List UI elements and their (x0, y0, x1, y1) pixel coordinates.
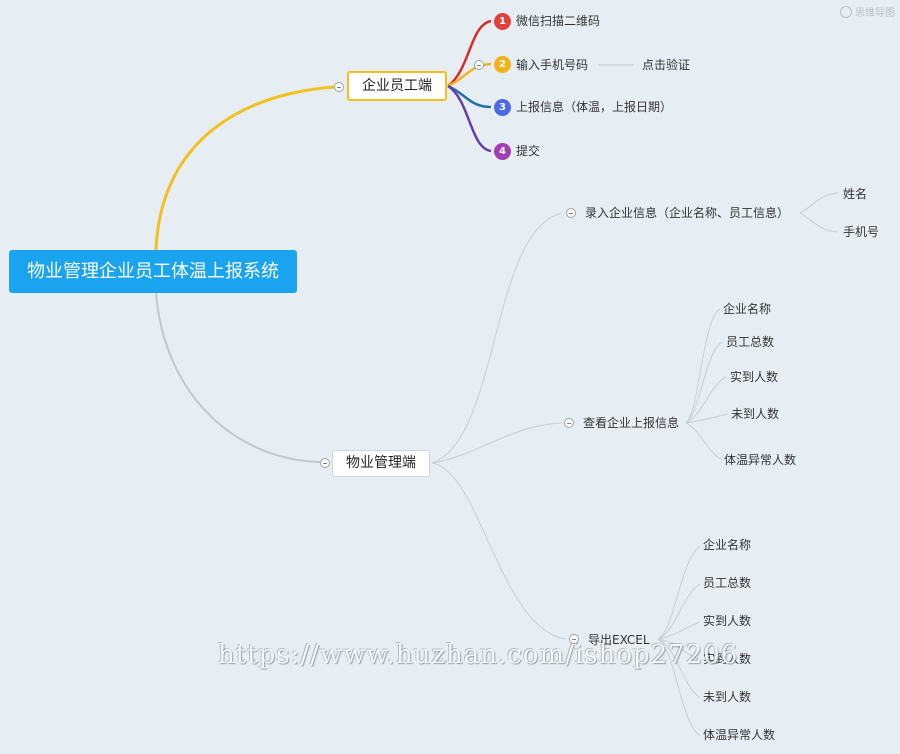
view-child-total[interactable]: 员工总数 (726, 335, 775, 349)
brand-logo-icon (840, 6, 852, 18)
connector-view (431, 422, 563, 464)
watermark-url: https://www.huzhan.com/ishop27206 (218, 640, 739, 670)
connector-step-3 (447, 84, 492, 109)
step-4-badge: 4 (494, 143, 511, 160)
export-child-present-2[interactable]: 实到人数 (703, 652, 752, 666)
export-child-present-1[interactable]: 实到人数 (703, 614, 752, 628)
connector-export (431, 462, 567, 640)
step-2-label[interactable]: 输入手机号码 (516, 58, 589, 72)
connector-enter (431, 212, 563, 464)
export-child-total[interactable]: 员工总数 (703, 576, 752, 590)
root-topic[interactable]: 物业管理企业员工体温上报系统 (9, 250, 297, 293)
property-node[interactable]: 物业管理端 (332, 450, 430, 477)
view-child-abnormal[interactable]: 体温异常人数 (724, 453, 797, 467)
connector-step-2 (447, 62, 492, 88)
view-child-company[interactable]: 企业名称 (723, 302, 772, 316)
brand-label: 思维导图 (840, 6, 895, 21)
collapse-employee-icon[interactable] (334, 82, 344, 92)
export-child-absent[interactable]: 未到人数 (703, 690, 752, 704)
collapse-export-icon[interactable] (569, 634, 579, 644)
enter-child-name[interactable]: 姓名 (843, 187, 868, 201)
brand-text: 思维导图 (855, 8, 895, 19)
step-2-child-label[interactable]: 点击验证 (642, 58, 691, 72)
collapse-enter-icon[interactable] (566, 208, 576, 218)
view-child-present[interactable]: 实到人数 (730, 370, 779, 384)
collapse-step-2-icon[interactable] (474, 60, 484, 70)
connector-step-4 (447, 84, 492, 153)
enter-child-phone[interactable]: 手机号 (843, 225, 880, 239)
collapse-view-icon[interactable] (564, 418, 574, 428)
view-child-absent[interactable]: 未到人数 (731, 407, 780, 421)
connector-enter-name (799, 192, 839, 214)
step-1-label[interactable]: 微信扫描二维码 (516, 14, 601, 28)
enter-info-label[interactable]: 录入企业信息（企业名称、员工信息） (585, 206, 790, 220)
step-4-label[interactable]: 提交 (516, 144, 541, 158)
connector-root-employee (154, 85, 335, 251)
export-excel-label[interactable]: 导出EXCEL (588, 633, 650, 647)
step-3-badge: 3 (494, 99, 511, 116)
export-child-abnormal[interactable]: 体温异常人数 (703, 728, 776, 742)
export-child-company[interactable]: 企业名称 (703, 538, 752, 552)
step-3-label[interactable]: 上报信息（体温，上报日期） (516, 100, 673, 114)
step-1-badge: 1 (494, 13, 511, 30)
view-info-label[interactable]: 查看企业上报信息 (583, 416, 680, 430)
step-2-badge: 2 (494, 56, 511, 73)
collapse-property-icon[interactable] (320, 458, 330, 468)
employee-node[interactable]: 企业员工端 (347, 71, 447, 101)
connector-enter-phone (799, 212, 839, 233)
connector-step-1 (447, 19, 492, 88)
connector-root-property (155, 292, 321, 463)
